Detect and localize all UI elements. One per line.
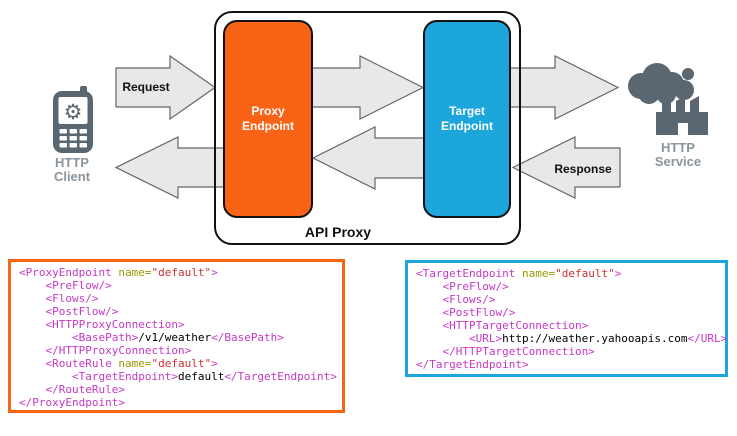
code-line: <Flows/> xyxy=(19,292,99,305)
code-line: <RouteRule name="default"> xyxy=(19,357,218,370)
code-line: <PreFlow/> xyxy=(416,280,509,293)
code-line: <Flows/> xyxy=(416,293,496,306)
gear-icon: ⚙ xyxy=(64,100,83,124)
code-line: <PostFlow/> xyxy=(416,306,516,319)
http-client-phone-icon: ⚙ xyxy=(53,86,93,153)
target-to-proxy-arrow xyxy=(311,126,426,190)
code-line: <HTTPTargetConnection> xyxy=(416,319,589,332)
code-line: <ProxyEndpoint name="default"> xyxy=(19,266,218,279)
smoke-cloud-icon xyxy=(628,63,694,104)
proxy-to-target-arrow xyxy=(310,55,425,120)
code-line: <URL>http://weather.yahooapis.com</URL> xyxy=(416,332,728,345)
code-line: </ProxyEndpoint> xyxy=(19,396,125,409)
code-line: </HTTPTargetConnection> xyxy=(416,345,595,358)
code-line: <PreFlow/> xyxy=(19,279,112,292)
proxy-to-client-arrow xyxy=(114,136,226,199)
code-line: <TargetEndpoint>default</TargetEndpoint> xyxy=(19,370,337,383)
response-arrow xyxy=(511,136,621,199)
response-arrow-label: Response xyxy=(554,162,612,176)
target-endpoint-xml-code: <TargetEndpoint name="default"> <PreFlow… xyxy=(405,260,728,377)
request-arrow xyxy=(115,54,217,121)
code-line: </HTTPProxyConnection> xyxy=(19,344,192,357)
code-line: <TargetEndpoint name="default"> xyxy=(416,267,622,280)
code-line: </RouteRule> xyxy=(19,383,125,396)
proxy-endpoint-xml-code: <ProxyEndpoint name="default"> <PreFlow/… xyxy=(8,259,345,413)
diagram-arrows-layer: ⚙ xyxy=(53,54,708,199)
code-line: <BasePath>/v1/weather</BasePath> xyxy=(19,331,284,344)
target-to-service-arrow xyxy=(508,55,620,120)
code-line: </TargetEndpoint> xyxy=(416,358,529,371)
code-line: <PostFlow/> xyxy=(19,305,119,318)
api-proxy-title: API Proxy xyxy=(304,224,372,240)
request-arrow-label: Request xyxy=(122,80,170,94)
http-service-factory-icon xyxy=(628,63,708,135)
code-line: <HTTPProxyConnection> xyxy=(19,318,185,331)
